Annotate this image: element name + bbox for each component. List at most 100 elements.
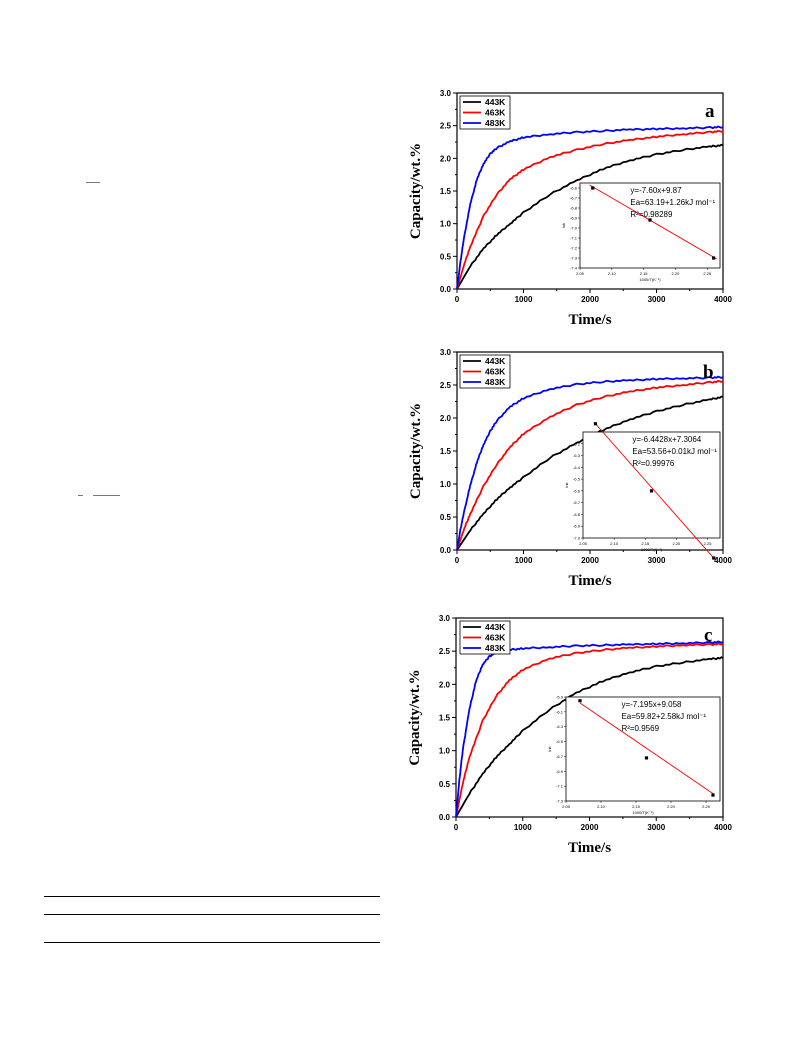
x-tick-label: 3000 [648, 556, 666, 565]
y-tick-label: 2.0 [440, 414, 452, 423]
legend-label: 443K [485, 356, 506, 366]
inset-y-tick-label: -6.1 [556, 709, 564, 714]
series-line-443K [456, 143, 724, 290]
inset-activation-energy: Ea=59.82+2.58kJ mol⁻¹ [621, 712, 706, 721]
inset-y-tick-label: -6.9 [556, 769, 564, 774]
y-axis-label: Capacity/wt.% [407, 669, 423, 765]
inset-frame [579, 182, 721, 269]
panel-letter: a [705, 101, 715, 122]
inset-y-tick-label: -7.1 [556, 784, 564, 789]
x-tick-label: 0 [455, 556, 460, 565]
inset-data-point [712, 556, 716, 560]
inset-activation-energy: Ea=63.19+1.26kJ mol⁻¹ [630, 198, 715, 207]
inset-x-tick-label: 2.25 [703, 271, 712, 276]
inset-fit-line [579, 702, 714, 794]
y-tick-label: 2.5 [440, 122, 452, 131]
inset-y-tick-label: -6.7 [573, 500, 581, 505]
inset-x-tick-label: 2.05 [576, 271, 585, 276]
inset-fit-line [589, 184, 718, 260]
y-tick-label: 0.5 [440, 513, 452, 522]
inset-x-tick-label: 2.10 [610, 541, 619, 546]
table-rule-bottom [44, 942, 380, 943]
series-line-463K [456, 379, 724, 551]
inset-x-tick-label: 2.05 [562, 804, 571, 809]
y-tick-label: 0.0 [440, 546, 452, 555]
y-tick-label: 3.0 [440, 89, 452, 98]
y-tick-label: 3.0 [440, 348, 452, 357]
inset-y-tick-label: -6.6 [570, 186, 578, 191]
inset-r-squared: R²=0.98289 [630, 210, 673, 219]
y-tick-label: 1.5 [440, 447, 452, 456]
x-tick-label: 3000 [648, 295, 666, 304]
inset-x-tick-label: 2.20 [672, 271, 681, 276]
inset-x-tick-label: 2.10 [608, 271, 617, 276]
series-line-483K [455, 640, 724, 818]
x-tick-label: 4000 [714, 556, 732, 565]
x-tick-label: 2000 [581, 823, 599, 832]
y-tick-label: 0.5 [439, 780, 451, 789]
x-tick-label: 2000 [581, 295, 599, 304]
y-tick-label: 3.0 [439, 614, 451, 623]
legend-label: 463K [485, 633, 506, 643]
inset-data-point [578, 699, 582, 703]
inset-y-tick-label: -6.3 [556, 724, 564, 729]
inset-x-tick-label: 2.25 [704, 541, 713, 546]
y-tick-label: 1.0 [439, 747, 451, 756]
series-line-443K [456, 395, 724, 551]
x-tick-label: 2000 [581, 556, 599, 565]
inset-y-tick-label: -7.4 [570, 266, 578, 271]
y-axis-label: Capacity/wt.% [408, 143, 424, 239]
panel-letter: c [704, 625, 712, 646]
y-axis-label: Capacity/wt.% [408, 403, 424, 499]
table-rule-top [44, 896, 380, 897]
x-axis-label: Time/s [568, 840, 611, 856]
y-tick-label: 2.5 [439, 647, 451, 656]
inset-y-tick-label: -7.3 [570, 256, 578, 261]
inset-y-tick-label: -6.5 [556, 739, 564, 744]
series-line-463K [456, 129, 724, 290]
inset-y-tick-label: -6.9 [573, 524, 581, 529]
inset-fit-line [595, 423, 715, 559]
series-line-483K [456, 125, 724, 290]
inset-y-tick-label: -6.2 [573, 441, 581, 446]
inset-y-tick-label: -6.8 [573, 512, 581, 517]
inset-y-tick-label: -7.2 [570, 246, 578, 251]
table-rule-middle [44, 914, 380, 915]
inset-y-tick-label: -6.3 [573, 453, 581, 458]
inset-data-point [649, 489, 654, 493]
panel-letter: b [703, 362, 714, 383]
x-tick-label: 1000 [514, 823, 532, 832]
inset-r-squared: R²=0.99976 [632, 459, 675, 468]
legend-label: 483K [485, 643, 506, 653]
inset-x-tick-label: 2.15 [632, 804, 641, 809]
x-tick-label: 3000 [647, 823, 665, 832]
inset-frame [582, 431, 721, 539]
x-tick-label: 0 [455, 295, 460, 304]
inset-x-tick-label: 2.05 [579, 541, 588, 546]
stray-mark [78, 495, 83, 496]
inset-equation: y=-7.195x+9.058 [621, 700, 682, 709]
inset-equation: y=-7.60x+9.87 [630, 186, 682, 195]
inset-y-tick-label: -5.9 [556, 695, 564, 700]
inset-x-tick-label: 2.10 [597, 804, 606, 809]
inset-y-tick-label: -7.3 [556, 799, 564, 804]
inset-data-point [711, 793, 715, 797]
y-tick-label: 0.0 [439, 813, 451, 822]
inset-x-tick-label: 2.20 [673, 541, 682, 546]
x-tick-label: 4000 [714, 823, 732, 832]
stray-mark [86, 182, 100, 183]
y-tick-label: 0.5 [440, 252, 452, 261]
inset-data-point [648, 218, 652, 222]
y-tick-label: 1.0 [440, 480, 452, 489]
y-tick-label: 1.5 [439, 714, 451, 723]
legend-label: 443K [485, 622, 506, 632]
inset-x-tick-label: 2.15 [640, 271, 649, 276]
series-line-443K [455, 656, 724, 818]
inset-y-tick-label: -6.7 [556, 754, 564, 759]
inset-y-tick-label: -6.9 [570, 216, 578, 221]
